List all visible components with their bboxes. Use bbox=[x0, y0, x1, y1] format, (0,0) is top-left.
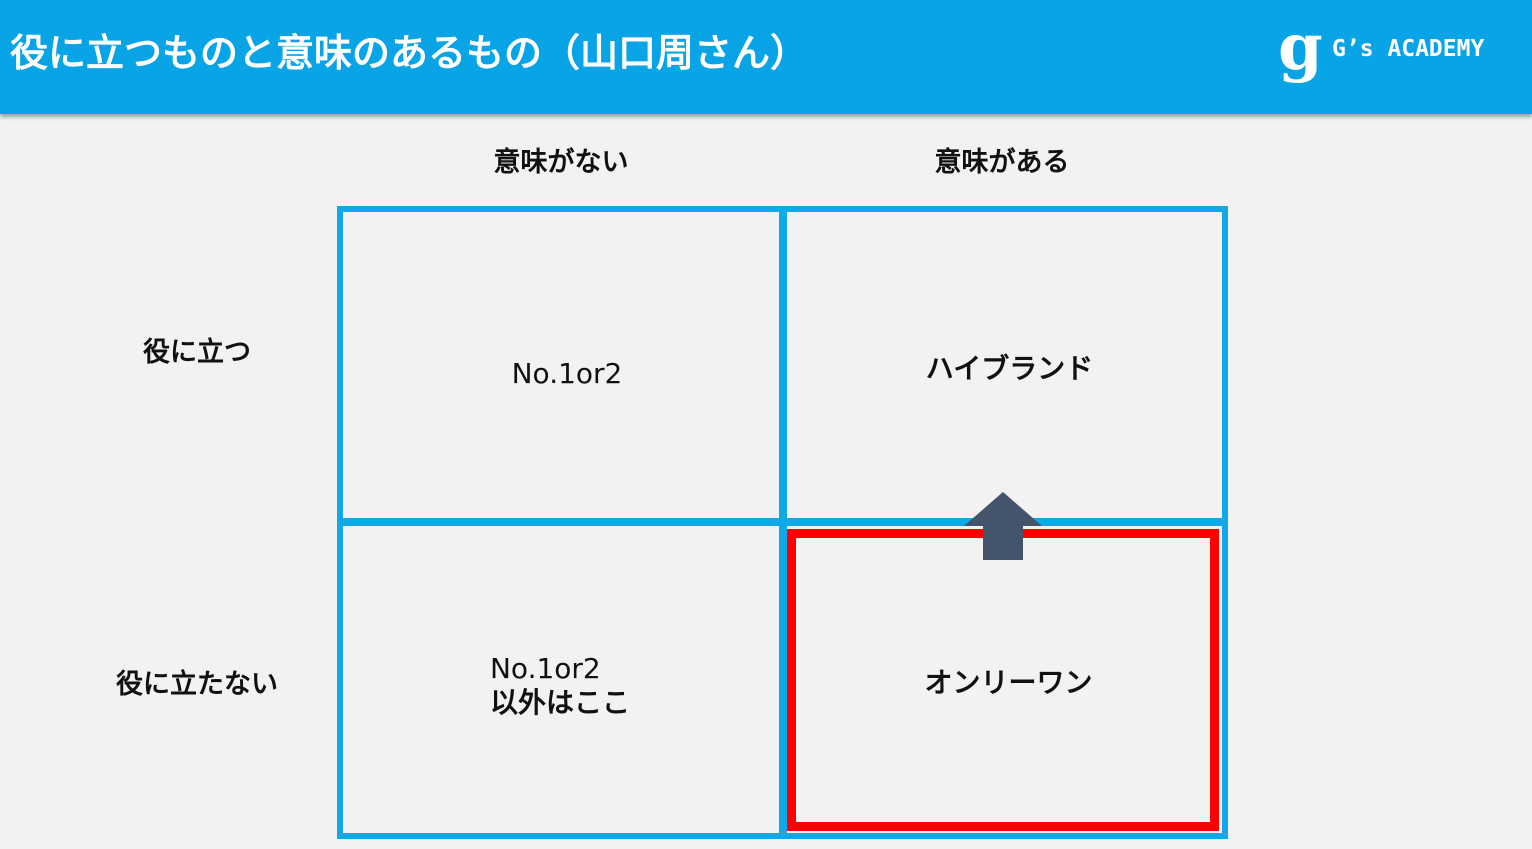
column-label-meaningful: 意味がある bbox=[934, 147, 1070, 178]
cell-text: オンリーワン bbox=[924, 665, 1093, 699]
highlight-frame bbox=[787, 529, 1219, 831]
cell-text-line1: No.1or2 bbox=[489, 651, 601, 685]
cell-text-group: No.1or2 以外はここ bbox=[490, 652, 630, 720]
cell-useful-meaningful: ハイブランド bbox=[779, 206, 1228, 526]
cell-useful-meaningless: No.1or2 bbox=[337, 206, 787, 526]
gs-academy-logo-icon: g bbox=[1278, 10, 1323, 85]
cell-useless-meaningless: No.1or2 以外はここ bbox=[337, 518, 787, 839]
cell-text: No.1or2 bbox=[511, 356, 623, 390]
logo-text: G’s ACADEMY bbox=[1332, 36, 1485, 62]
cell-text: ハイブランド bbox=[925, 352, 1094, 385]
cell-text-line2: 以外はここ bbox=[489, 685, 630, 719]
slide-title: 役に立つものと意味のあるもの（山口周さん） bbox=[10, 31, 809, 75]
header-bar: 役に立つものと意味のあるもの（山口周さん） g G’s ACADEMY bbox=[0, 0, 1532, 114]
row-label-useless: 役に立たない bbox=[116, 669, 278, 700]
row-label-useful: 役に立つ bbox=[143, 337, 251, 368]
column-label-meaningless: 意味がない bbox=[493, 147, 629, 178]
up-arrow-icon bbox=[964, 492, 1042, 560]
